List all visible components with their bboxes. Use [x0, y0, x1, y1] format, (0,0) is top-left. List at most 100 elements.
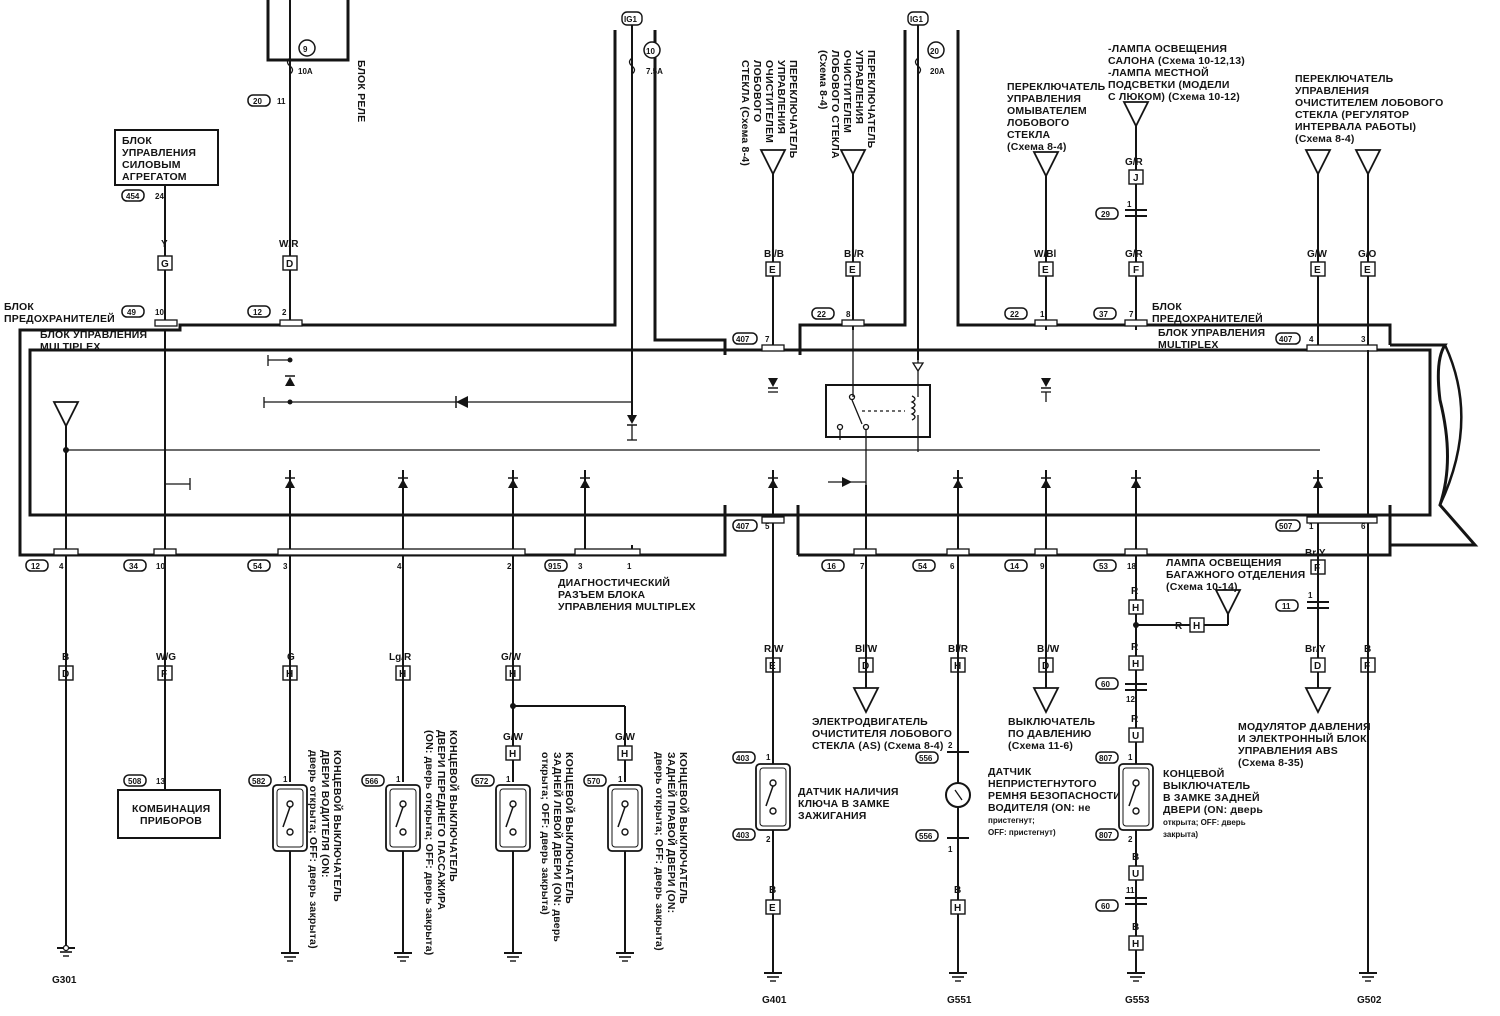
relay-box-outline	[266, 0, 350, 62]
svg-text:1: 1	[948, 845, 953, 854]
svg-text:7.5A: 7.5A	[646, 67, 663, 76]
ig1-label-1: IG1	[624, 15, 637, 24]
svg-text:РАЗЪЕМ БЛОКА: РАЗЪЕМ БЛОКА	[558, 589, 645, 601]
svg-text:МОДУЛЯТОР ДАВЛЕНИЯ: МОДУЛЯТОР ДАВЛЕНИЯ	[1238, 721, 1371, 733]
svg-text:БАГАЖНОГО ОТДЕЛЕНИЯ: БАГАЖНОГО ОТДЕЛЕНИЯ	[1166, 569, 1305, 581]
svg-text:ПРИБОРОВ: ПРИБОРОВ	[140, 815, 202, 827]
svg-text:ЛАМПА ОСВЕЩЕНИЯ: ЛАМПА ОСВЕЩЕНИЯ	[1166, 557, 1281, 569]
svg-text:КОНЦЕВОЙ ВЫКЛЮЧАТЕЛЬ: КОНЦЕВОЙ ВЫКЛЮЧАТЕЛЬ	[563, 752, 576, 904]
svg-text:ПО ДАВЛЕНИЮ: ПО ДАВЛЕНИЮ	[1008, 728, 1092, 740]
svg-text:2: 2	[507, 562, 512, 571]
svg-text:G/W: G/W	[501, 652, 522, 663]
svg-text:1: 1	[396, 775, 401, 784]
svg-text:454: 454	[126, 192, 140, 201]
svg-text:САЛОНА (Схема 10-12,13): САЛОНА (Схема 10-12,13)	[1108, 55, 1245, 67]
svg-text:6: 6	[950, 562, 955, 571]
svg-text:2: 2	[282, 308, 287, 317]
svg-text:Y: Y	[161, 239, 168, 250]
svg-text:В ЗАМКЕ ЗАДНЕЙ: В ЗАМКЕ ЗАДНЕЙ	[1163, 791, 1260, 804]
svg-text:ДИАГНОСТИЧЕСКИЙ: ДИАГНОСТИЧЕСКИЙ	[558, 576, 670, 589]
svg-text:пристегнут;: пристегнут;	[988, 816, 1035, 825]
svg-text:4: 4	[59, 562, 64, 571]
svg-text:УПРАВЛЕНИЯ ABS: УПРАВЛЕНИЯ ABS	[1238, 745, 1338, 757]
fuse9-rating: 10A	[298, 67, 313, 76]
svg-text:582: 582	[252, 777, 266, 786]
conn-20-top: 20	[253, 97, 262, 106]
svg-text:ДВЕРИ ПЕРЕДНЕГО ПАССАЖИРА: ДВЕРИ ПЕРЕДНЕГО ПАССАЖИРА	[435, 730, 447, 910]
svg-text:13: 13	[156, 777, 165, 786]
svg-text:3: 3	[283, 562, 288, 571]
svg-text:(Схема 11-6): (Схема 11-6)	[1008, 740, 1073, 752]
svg-text:H: H	[509, 749, 516, 760]
svg-text:24: 24	[155, 192, 164, 201]
svg-text:29: 29	[1101, 210, 1110, 219]
svg-text:открыта; OFF: дверь закрыта): открыта; OFF: дверь закрыта)	[539, 752, 551, 915]
svg-text:566: 566	[365, 777, 379, 786]
svg-text:1: 1	[1127, 200, 1132, 209]
svg-text:G/R: G/R	[1125, 249, 1144, 260]
multiplex-outline-left	[18, 30, 800, 557]
svg-text:(Схема 10-14): (Схема 10-14)	[1166, 581, 1238, 593]
svg-text:9: 9	[1040, 562, 1045, 571]
svg-text:СТЕКЛА (AS) (Схема 8-4): СТЕКЛА (AS) (Схема 8-4)	[812, 740, 944, 752]
svg-text:ДВЕРИ (ON: дверь: ДВЕРИ (ON: дверь	[1163, 804, 1263, 816]
svg-text:1: 1	[1309, 522, 1314, 531]
svg-text:W/Bl: W/Bl	[1034, 249, 1056, 260]
svg-text:OFF: пристегнут): OFF: пристегнут)	[988, 828, 1056, 837]
svg-text:УПРАВЛЕНИЯ: УПРАВЛЕНИЯ	[853, 50, 865, 124]
svg-text:1: 1	[618, 775, 623, 784]
svg-text:12: 12	[31, 562, 40, 571]
svg-text:10: 10	[155, 308, 164, 317]
svg-text:B: B	[1132, 852, 1139, 863]
svg-text:СТЕКЛА: СТЕКЛА	[1007, 129, 1051, 141]
svg-text:R: R	[1131, 586, 1139, 597]
ig1-label-2: IG1	[910, 15, 923, 24]
svg-text:3: 3	[1361, 335, 1366, 344]
svg-text:3: 3	[578, 562, 583, 571]
svg-text:556: 556	[919, 754, 933, 763]
svg-text:R: R	[1131, 642, 1139, 653]
ground-g401: G401	[762, 995, 787, 1006]
svg-text:Bl/R: Bl/R	[844, 249, 865, 260]
svg-text:22: 22	[817, 310, 826, 319]
svg-text:УПРАВЛЕНИЯ: УПРАВЛЕНИЯ	[1295, 85, 1369, 97]
svg-text:F: F	[1133, 265, 1139, 276]
svg-text:дверь открыта; OFF: дверь закр: дверь открыта; OFF: дверь закрыта)	[653, 752, 665, 951]
svg-text:53: 53	[1099, 562, 1108, 571]
svg-text:ОЧИСТИТЕЛЕМ ЛОБОВОГО: ОЧИСТИТЕЛЕМ ЛОБОВОГО	[1295, 97, 1444, 109]
svg-text:10: 10	[156, 562, 165, 571]
svg-text:R: R	[1131, 714, 1139, 725]
mux-left-2: MULTIPLEX	[40, 341, 101, 353]
svg-text:407: 407	[736, 335, 750, 344]
svg-text:ЗАДНЕЙ ПРАВОЙ ДВЕРИ (ON:: ЗАДНЕЙ ПРАВОЙ ДВЕРИ (ON:	[665, 752, 678, 913]
svg-text:556: 556	[919, 832, 933, 841]
svg-text:КОНЦЕВОЙ ВЫКЛЮЧАТЕЛЬ: КОНЦЕВОЙ ВЫКЛЮЧАТЕЛЬ	[331, 750, 344, 902]
svg-text:ЭЛЕКТРОДВИГАТЕЛЬ: ЭЛЕКТРОДВИГАТЕЛЬ	[812, 716, 928, 728]
svg-text:УПРАВЛЕНИЯ: УПРАВЛЕНИЯ	[775, 60, 787, 134]
multiplex-outline-bottom-right	[723, 340, 1392, 557]
svg-text:E: E	[1042, 265, 1049, 276]
svg-text:УПРАВЛЕНИЯ: УПРАВЛЕНИЯ	[122, 147, 196, 159]
svg-text:ЗАДНЕЙ ЛЕВОЙ ДВЕРИ (ON: дверь: ЗАДНЕЙ ЛЕВОЙ ДВЕРИ (ON: дверь	[551, 752, 564, 942]
svg-text:1: 1	[1128, 753, 1133, 762]
svg-text:16: 16	[827, 562, 836, 571]
svg-text:10: 10	[646, 47, 655, 56]
svg-text:АГРЕГАТОМ: АГРЕГАТОМ	[122, 171, 187, 183]
ground-g551: G551	[947, 995, 972, 1006]
svg-text:34: 34	[129, 562, 138, 571]
svg-text:507: 507	[1279, 522, 1293, 531]
svg-text:508: 508	[128, 777, 142, 786]
svg-text:КОНЦЕВОЙ ВЫКЛЮЧАТЕЛЬ: КОНЦЕВОЙ ВЫКЛЮЧАТЕЛЬ	[677, 752, 690, 904]
svg-text:КОНЦЕВОЙ: КОНЦЕВОЙ	[1163, 767, 1224, 780]
svg-text:ОЧИСТИТЕЛЕМ: ОЧИСТИТЕЛЕМ	[763, 60, 775, 143]
svg-text:1: 1	[766, 753, 771, 762]
svg-text:403: 403	[736, 831, 750, 840]
svg-text:403: 403	[736, 754, 750, 763]
svg-text:РЕМНЯ БЕЗОПАСНОСТИ: РЕМНЯ БЕЗОПАСНОСТИ	[988, 790, 1121, 802]
svg-text:8: 8	[846, 310, 851, 319]
svg-text:6: 6	[1361, 522, 1366, 531]
svg-text:(ON: дверь открыта; OFF: дверь: (ON: дверь открыта; OFF: дверь закрыта)	[423, 730, 435, 955]
svg-text:4: 4	[1309, 335, 1314, 344]
svg-text:КОМБИНАЦИЯ: КОМБИНАЦИЯ	[132, 803, 210, 815]
